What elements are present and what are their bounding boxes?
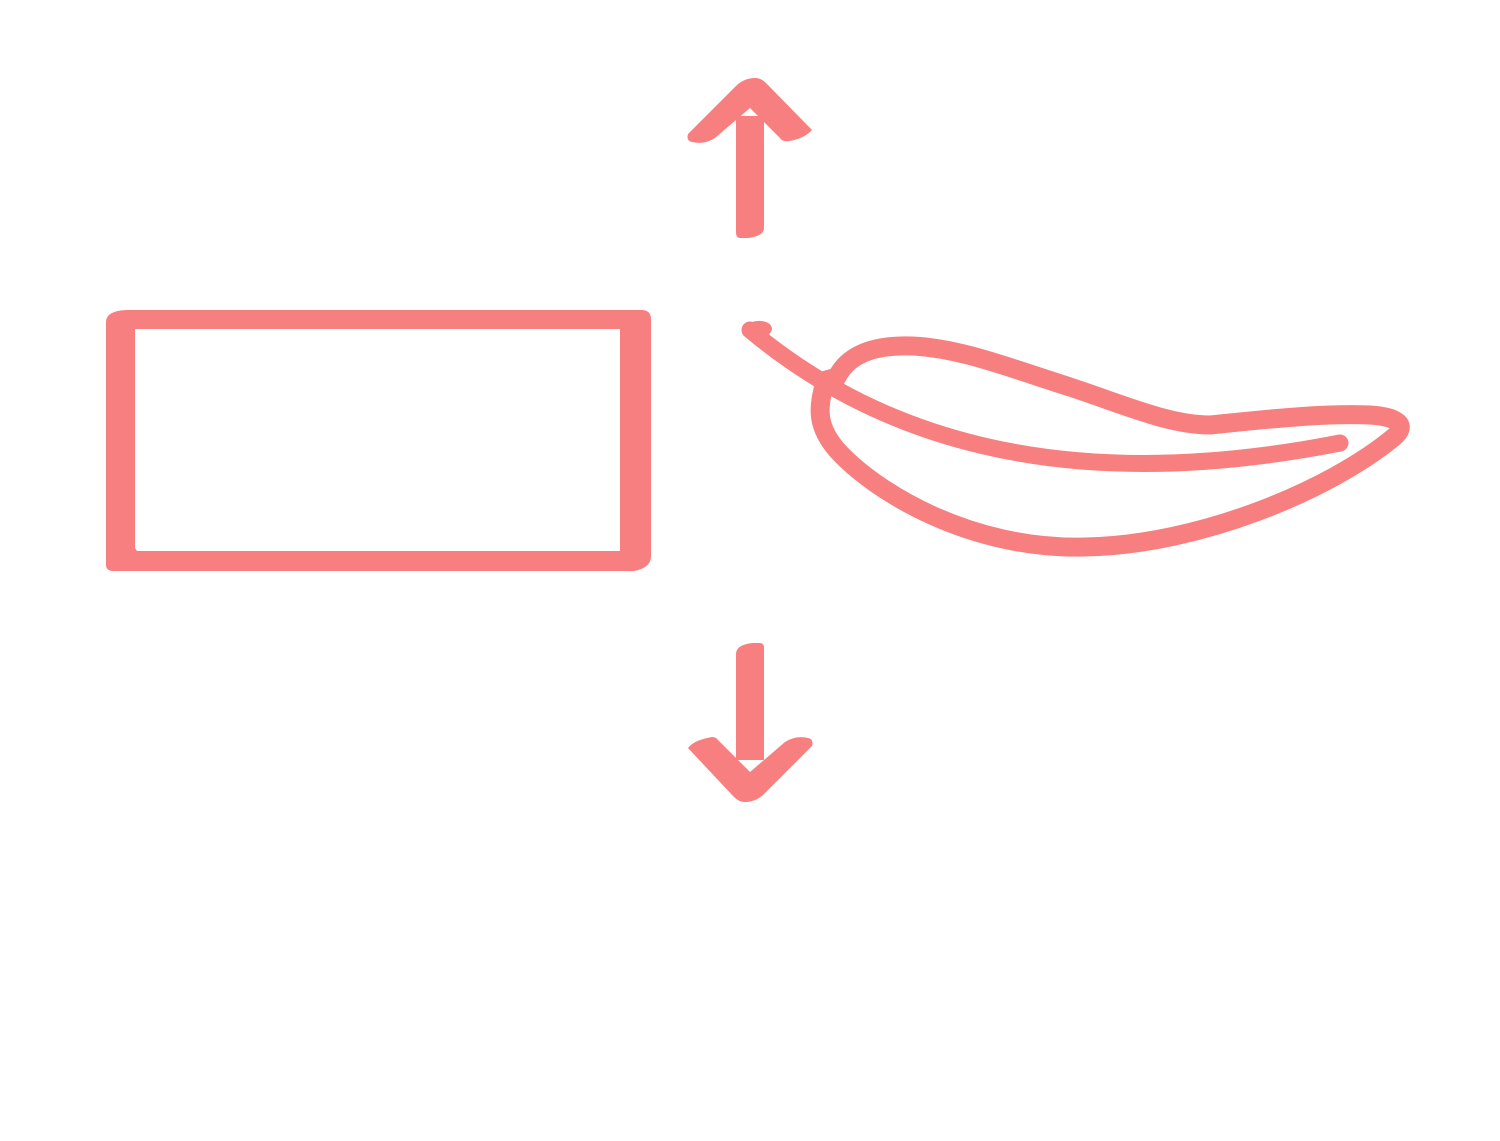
feather-quill (741, 321, 1349, 472)
feather-quill-tip (742, 320, 772, 340)
up-arrow-icon (687, 78, 812, 238)
feather-icon (810, 336, 1410, 557)
down-arrow-icon (688, 643, 813, 802)
rectangle-icon (106, 310, 651, 571)
